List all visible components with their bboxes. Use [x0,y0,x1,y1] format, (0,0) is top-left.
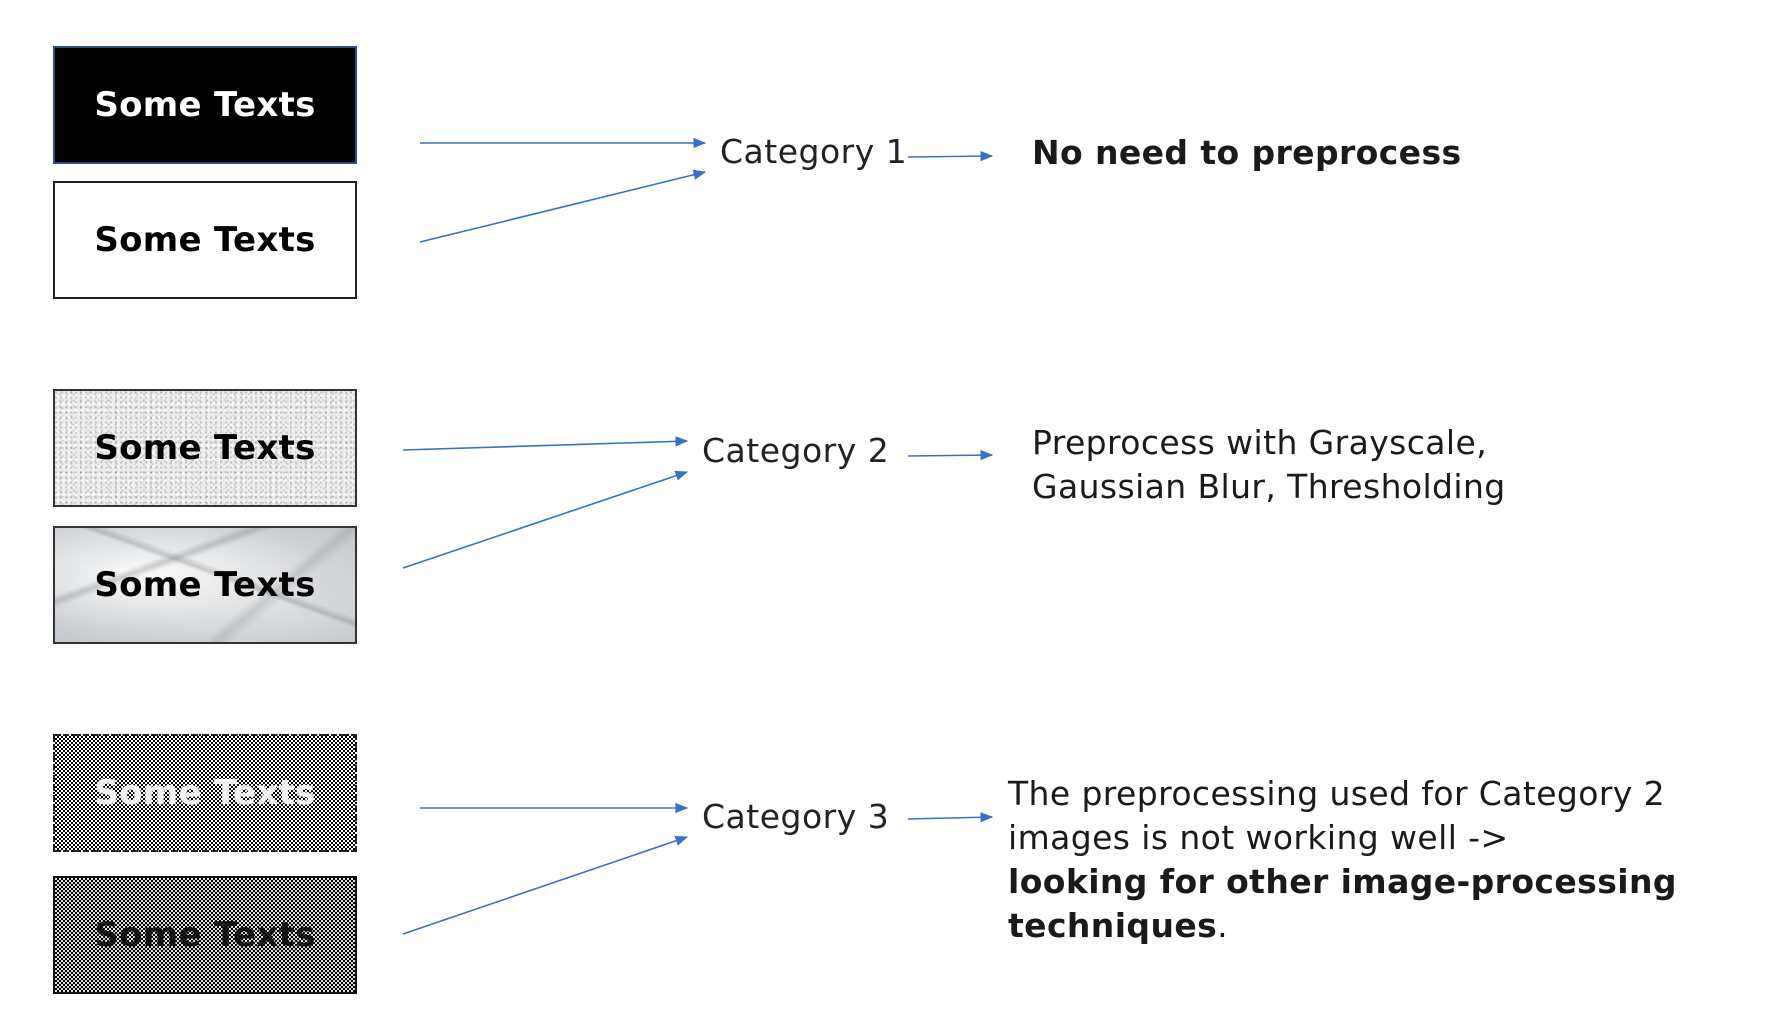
result-category-2: Preprocess with Grayscale, Gaussian Blur… [1032,421,1506,509]
result-category-3-end: . [1217,906,1229,945]
sample-speckled-background: Some Texts [53,389,357,507]
arrow-category2-to-result2 [907,450,994,461]
arrow-category1-to-result1 [907,151,994,162]
result-category-3: The preprocessing used for Category 2 im… [1008,772,1708,948]
arrow-sample2-to-category1 [419,169,707,243]
category-3-label: Category 3 [702,797,890,836]
arrow-sample4-to-category2 [402,470,689,569]
sample-label: Some Texts [94,565,316,605]
result-category-1: No need to preprocess [1032,133,1462,172]
sample-label: Some Texts [94,915,316,955]
category-2-label: Category 2 [702,431,890,470]
arrow-sample6-to-category3 [402,835,689,935]
sample-white-background: Some Texts [53,181,357,299]
result-category-3-plain: The preprocessing used for Category 2 im… [1008,774,1666,857]
sample-label: Some Texts [94,773,316,813]
sample-dithered-dark-text: Some Texts [53,876,357,994]
result-category-2-line1: Preprocess with Grayscale, [1032,423,1488,462]
arrow-category3-to-result3 [907,812,994,823]
result-category-3-bold: looking for other image-processing techn… [1008,862,1677,945]
sample-dithered-light-text: Some Texts [53,734,357,852]
sample-label: Some Texts [94,220,316,260]
sample-label: Some Texts [94,85,316,125]
result-category-2-line2: Gaussian Blur, Thresholding [1032,467,1506,506]
category-1-label: Category 1 [720,132,908,171]
arrow-sample3-to-category2 [402,436,689,451]
sample-label: Some Texts [94,428,316,468]
sample-marble-background: Some Texts [53,526,357,644]
sample-black-background: Some Texts [53,46,357,164]
